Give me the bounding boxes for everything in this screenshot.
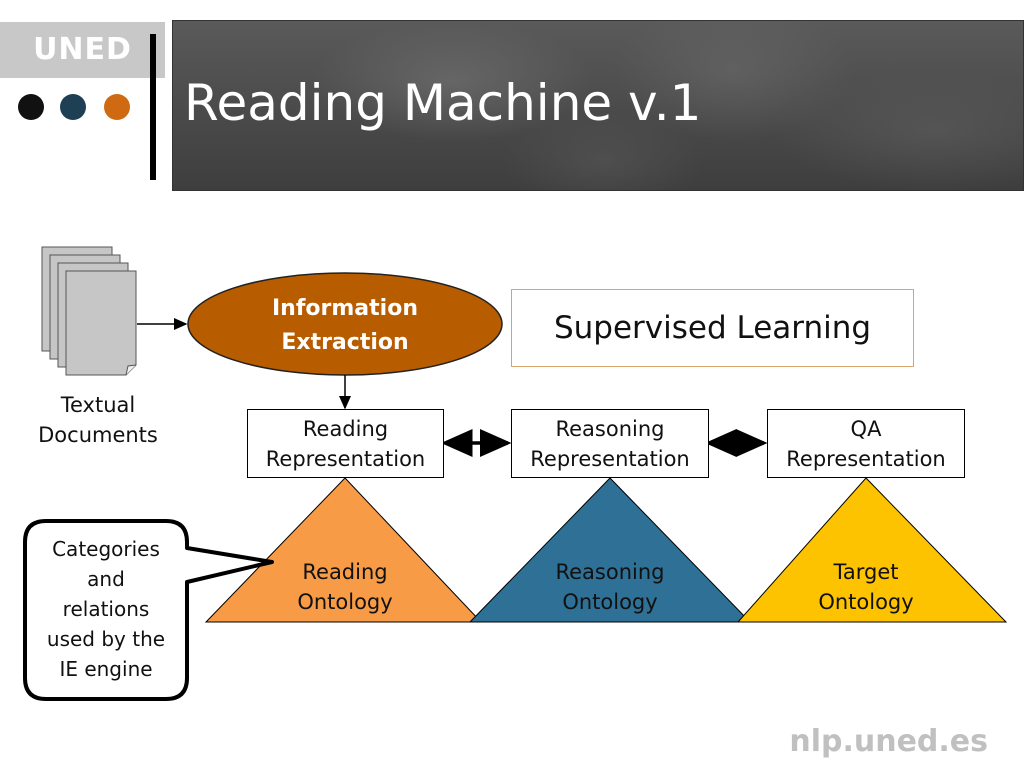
reading-rep-line2: Representation: [265, 447, 426, 471]
ie-label-line1: Information: [272, 296, 418, 321]
orange-dot-icon: [104, 94, 130, 120]
target-ont-line1: Target: [833, 560, 899, 584]
qa-representation-box: QA Representation: [767, 409, 965, 478]
footer-site: nlp.uned.es: [789, 724, 988, 759]
ie-label-line2: Extraction: [281, 330, 409, 355]
target-ontology-triangle: [736, 477, 1008, 623]
reasoning-ontology-triangle: [468, 477, 752, 623]
documents-label-line2: Documents: [38, 423, 158, 447]
reasoning-ont-line1: Reasoning: [555, 560, 665, 584]
supervised-learning-box: Supervised Learning: [511, 289, 914, 367]
reasoning-representation-box: Reasoning Representation: [511, 409, 709, 478]
reading-ontology-triangle: [204, 477, 483, 623]
reading-ont-line2: Ontology: [297, 590, 393, 614]
target-ontology-label: Target Ontology: [786, 557, 946, 617]
documents-icon: [41, 246, 137, 376]
target-ont-line2: Ontology: [818, 590, 914, 614]
reading-ont-line1: Reading: [302, 560, 388, 584]
qa-rep-line1: QA: [850, 417, 882, 441]
callout-text: Categories and relations used by the IE …: [30, 534, 182, 684]
qa-rep-line2: Representation: [786, 447, 946, 471]
callout-line1: Categories: [52, 537, 160, 561]
callout-line3: relations: [62, 597, 150, 621]
reasoning-rep-line2: Representation: [530, 447, 690, 471]
callout-line5: IE engine: [59, 657, 153, 681]
reading-representation-box: Reading Representation: [247, 409, 444, 478]
vertical-divider: [150, 34, 156, 180]
title-banner: [172, 20, 1024, 191]
reasoning-ont-line2: Ontology: [562, 590, 658, 614]
callout-line4: used by the: [46, 627, 166, 651]
blue-dot-icon: [60, 94, 86, 120]
callout-bubble: [23, 519, 274, 701]
reasoning-rep-line1: Reasoning: [555, 417, 665, 441]
reasoning-ontology-label: Reasoning Ontology: [530, 557, 690, 617]
reading-rep-line1: Reading: [302, 417, 389, 441]
textual-documents-label: Textual Documents: [28, 390, 168, 450]
slide-title: Reading Machine v.1: [184, 74, 702, 132]
reading-ontology-label: Reading Ontology: [265, 557, 425, 617]
supervised-learning-label: Supervised Learning: [553, 310, 872, 346]
callout-line2: and: [87, 567, 125, 591]
logo-background: [0, 22, 165, 78]
documents-label-line1: Textual: [60, 393, 136, 417]
black-dot-icon: [18, 94, 44, 120]
uned-logo: UNED: [33, 32, 132, 67]
ie-label: Information Extraction: [190, 292, 500, 360]
